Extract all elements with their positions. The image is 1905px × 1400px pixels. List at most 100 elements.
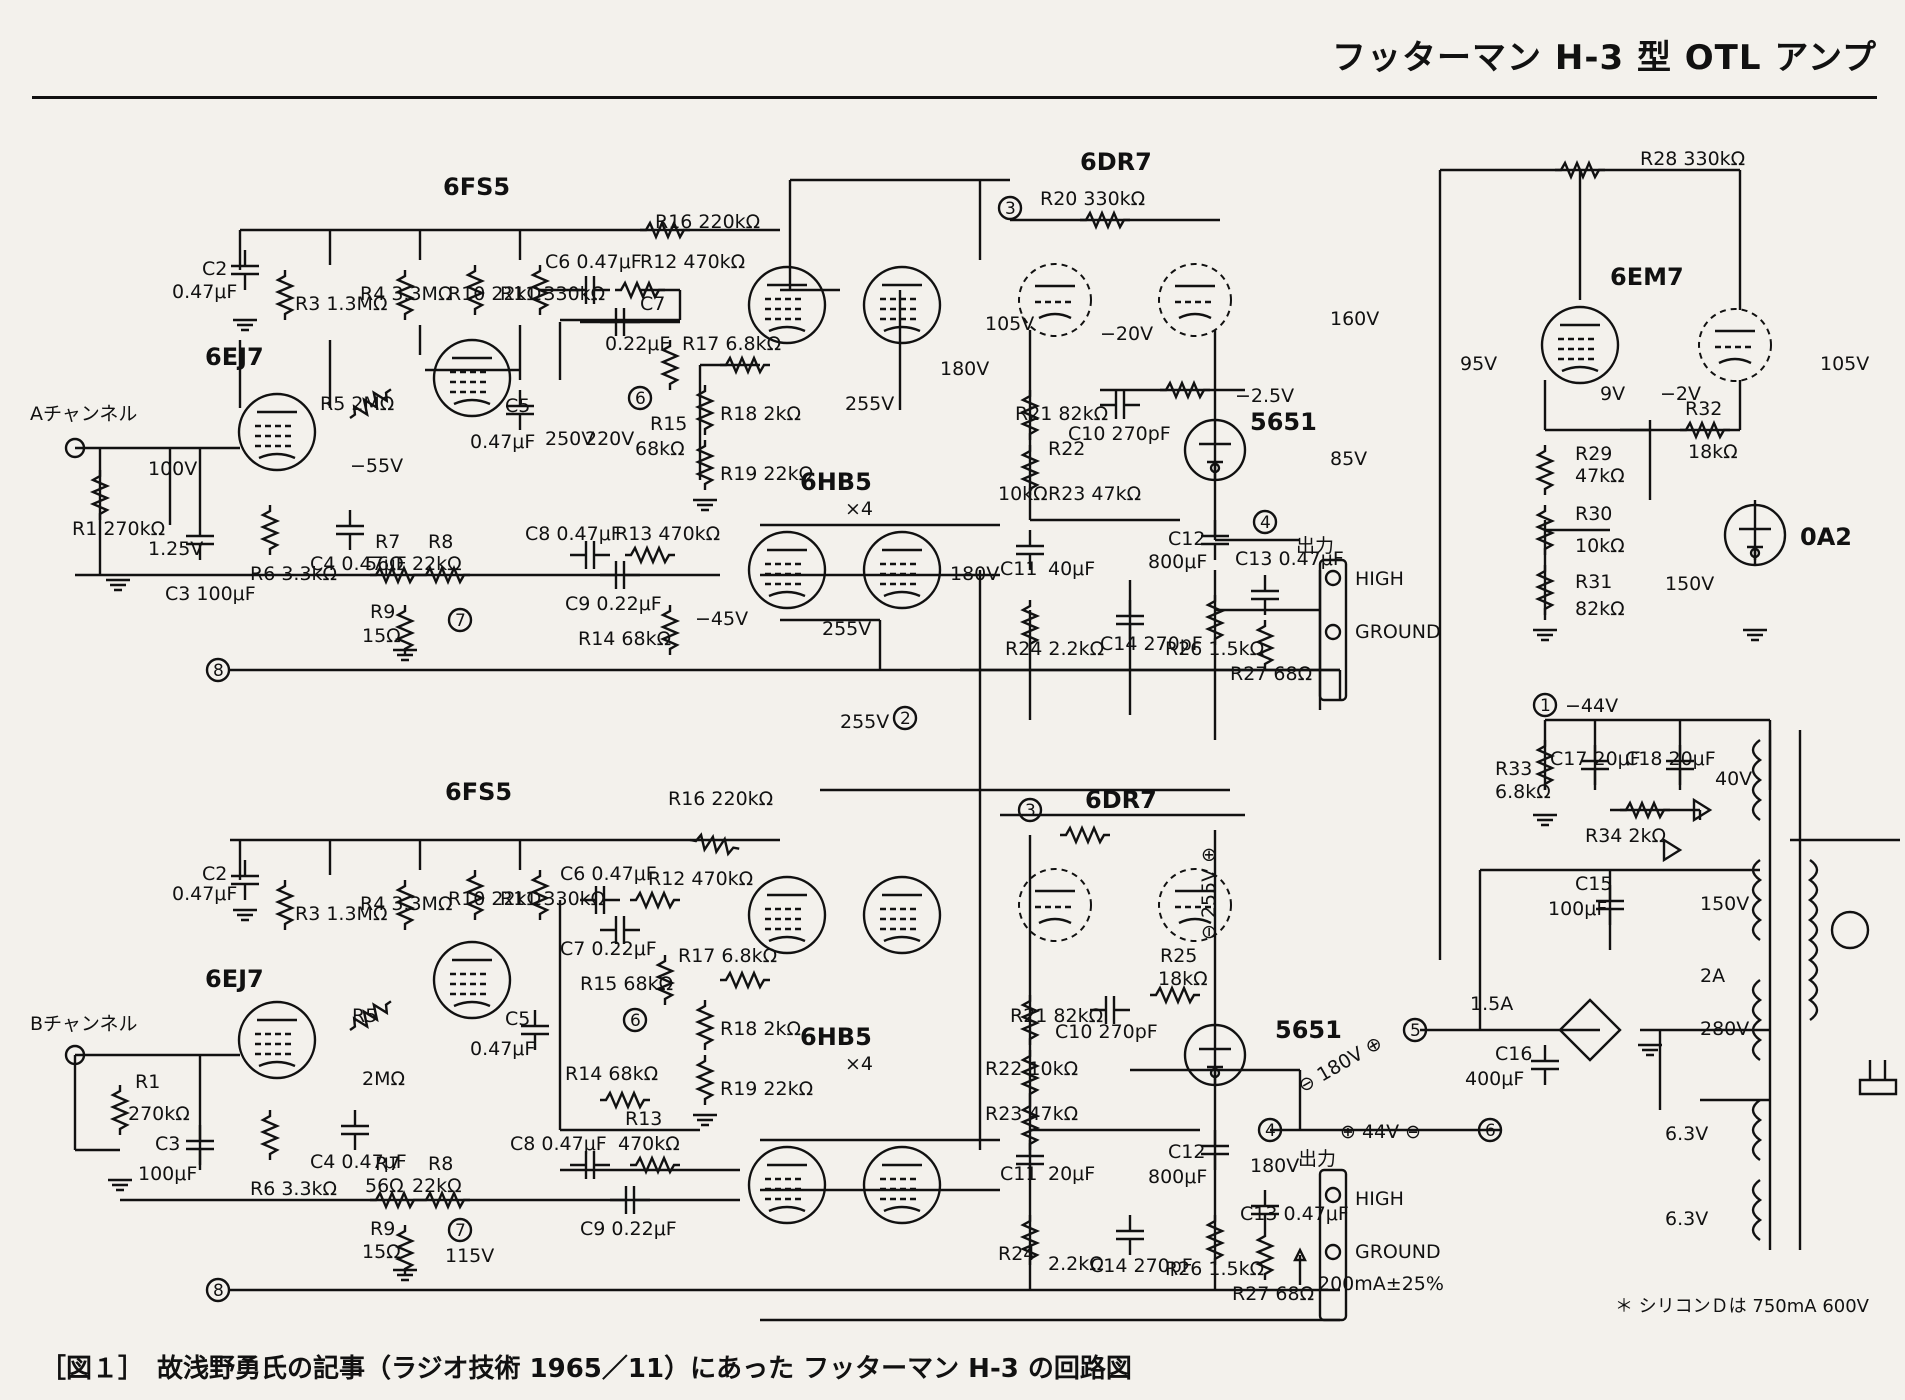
c14-b	[1114, 1213, 1146, 1257]
label-180v-a1: 180V	[940, 358, 989, 380]
tube-6hb5-a2	[862, 265, 942, 345]
label-r34: R34 2kΩ	[1585, 825, 1666, 847]
label-115v: 115V	[445, 1245, 494, 1267]
tube-6hb5-a4	[862, 530, 942, 610]
label-c3v-b: 100μF	[138, 1163, 197, 1185]
bridge-rectifier	[1558, 998, 1622, 1062]
label-r13-a: R13 470kΩ	[615, 523, 720, 545]
label-r3-b: R3 1.3MΩ	[295, 903, 387, 925]
transformer-core	[1768, 730, 1900, 1250]
tube-6fs5-b	[432, 940, 512, 1020]
label-c14-b: C14 270pF	[1090, 1255, 1193, 1277]
label-fuse2: 2A	[1700, 965, 1725, 987]
label-r24-b: R24	[998, 1243, 1035, 1265]
label-r30v: 10kΩ	[1575, 535, 1625, 557]
label-r13v-b: 470kΩ	[618, 1133, 680, 1155]
label-45v: −45V	[695, 608, 748, 630]
label-6em7: 6EM7	[1610, 263, 1684, 291]
label-c16v: 400μF	[1465, 1068, 1524, 1090]
r25-b	[1148, 986, 1202, 1004]
node-6-c: 6	[1485, 1121, 1496, 1141]
label-c7-b: C7 0.22μF	[560, 938, 657, 960]
b-plus-line-a	[238, 228, 780, 408]
input-jack-a	[64, 437, 86, 459]
label-c11-b: C11	[1000, 1163, 1037, 1185]
label-r29: R29	[1575, 443, 1612, 465]
label-high-a: HIGH	[1355, 568, 1404, 590]
label-95v: 95V	[1460, 353, 1497, 375]
label-c12v-a: 800μF	[1148, 551, 1207, 573]
ground-r31	[1531, 628, 1559, 642]
ground-b1	[106, 1178, 134, 1192]
label-6dr7-b: 6DR7	[1085, 786, 1157, 814]
label-20v-a: −20V	[1100, 323, 1153, 345]
bias-section: R28 330kΩ 6EM7 0A2 95V 9V −2V 105V R32 1…	[1438, 148, 1869, 960]
label-c12-b: C12	[1168, 1141, 1205, 1163]
label-220v: 220V	[585, 428, 634, 450]
label-180v-b: 180V	[1250, 1155, 1299, 1177]
title-rule	[32, 96, 1877, 99]
label-150v: 150V	[1700, 893, 1749, 915]
r18-b	[696, 998, 714, 1052]
tube-6hb5-b2	[862, 875, 942, 955]
node-8-b: 8	[213, 1281, 224, 1301]
label-r22v-a: 10kΩ	[998, 483, 1048, 505]
label-r18-b: R18 2kΩ	[720, 1018, 801, 1040]
label-c5-b: C5	[505, 1008, 530, 1030]
label-c11v-a: 40μF	[1048, 558, 1095, 580]
tube-6ej7-b	[237, 1000, 317, 1080]
label-c3-b: C3	[155, 1133, 180, 1155]
label-c12-a: C12	[1168, 528, 1205, 550]
label-125v: 1.25V	[148, 538, 203, 560]
label-9v: 9V	[1600, 383, 1625, 405]
label-r25v-b: 18kΩ	[1158, 968, 1208, 990]
r29	[1536, 443, 1554, 497]
label-105v-a: 105V	[985, 313, 1034, 335]
label-r4-b: R4 3.3MΩ	[360, 893, 452, 915]
label-c15: C15	[1575, 873, 1612, 895]
tube-6hb5-a1	[747, 265, 827, 345]
label-r5v-b: 2MΩ	[362, 1068, 405, 1090]
label-6fs5-a: 6FS5	[443, 173, 510, 201]
label-r20-a: R20 330kΩ	[1040, 188, 1145, 210]
label-r31: R31	[1575, 571, 1612, 593]
r12-b	[628, 891, 682, 909]
silicon-diodes	[1662, 797, 1713, 863]
label-5651-a: 5651	[1250, 408, 1317, 436]
label-r11-b: R11 330kΩ	[500, 888, 605, 910]
label-r33: R33	[1495, 758, 1532, 780]
label-r13-b: R13	[625, 1108, 662, 1130]
tube-6dr7-b2	[1157, 867, 1233, 943]
label-r23-b: R23 47kΩ	[985, 1103, 1078, 1125]
label-r16-b: R16 220kΩ	[668, 788, 773, 810]
label-5651-b: 5651	[1275, 1016, 1342, 1044]
ac-plug	[1858, 1060, 1898, 1096]
label-r5-b: R5	[352, 1005, 377, 1027]
label-c11-a: C11	[1000, 558, 1037, 580]
label-c10-a: C10 270pF	[1068, 423, 1171, 445]
label-c5-a: C5	[505, 395, 530, 417]
label-r21-a: R21 82kΩ	[1015, 403, 1108, 425]
output-network-a	[1028, 570, 1322, 740]
label-r5-a: R5 2MΩ	[320, 393, 394, 415]
label-c17: C17 20μF	[1550, 748, 1641, 770]
tube-6em7-1	[1540, 305, 1620, 385]
input-jack-b	[64, 1044, 86, 1066]
label-r12-b: R12 470kΩ	[648, 868, 753, 890]
node-5: 5	[1410, 1021, 1421, 1041]
label-r8v-a: 22kΩ	[412, 553, 462, 575]
c8-b	[568, 1149, 612, 1181]
label-r3-a: R3 1.3MΩ	[295, 293, 387, 315]
label-c7-a: C7	[640, 293, 665, 315]
node-6-a: 6	[635, 389, 646, 409]
label-c9-a: C9 0.22μF	[565, 593, 662, 615]
input-a-wiring	[75, 446, 240, 577]
label-r9-a: R9	[370, 601, 395, 623]
label-r15-a: R15	[650, 413, 687, 435]
label-fuse15: 1.5A	[1470, 993, 1513, 1015]
label-180v-a2: 180V	[950, 563, 999, 585]
label-r9v-a: 15Ω	[362, 625, 401, 647]
c4-a	[334, 508, 366, 552]
label-r26-b: R26 1.5kΩ	[1165, 1258, 1264, 1280]
